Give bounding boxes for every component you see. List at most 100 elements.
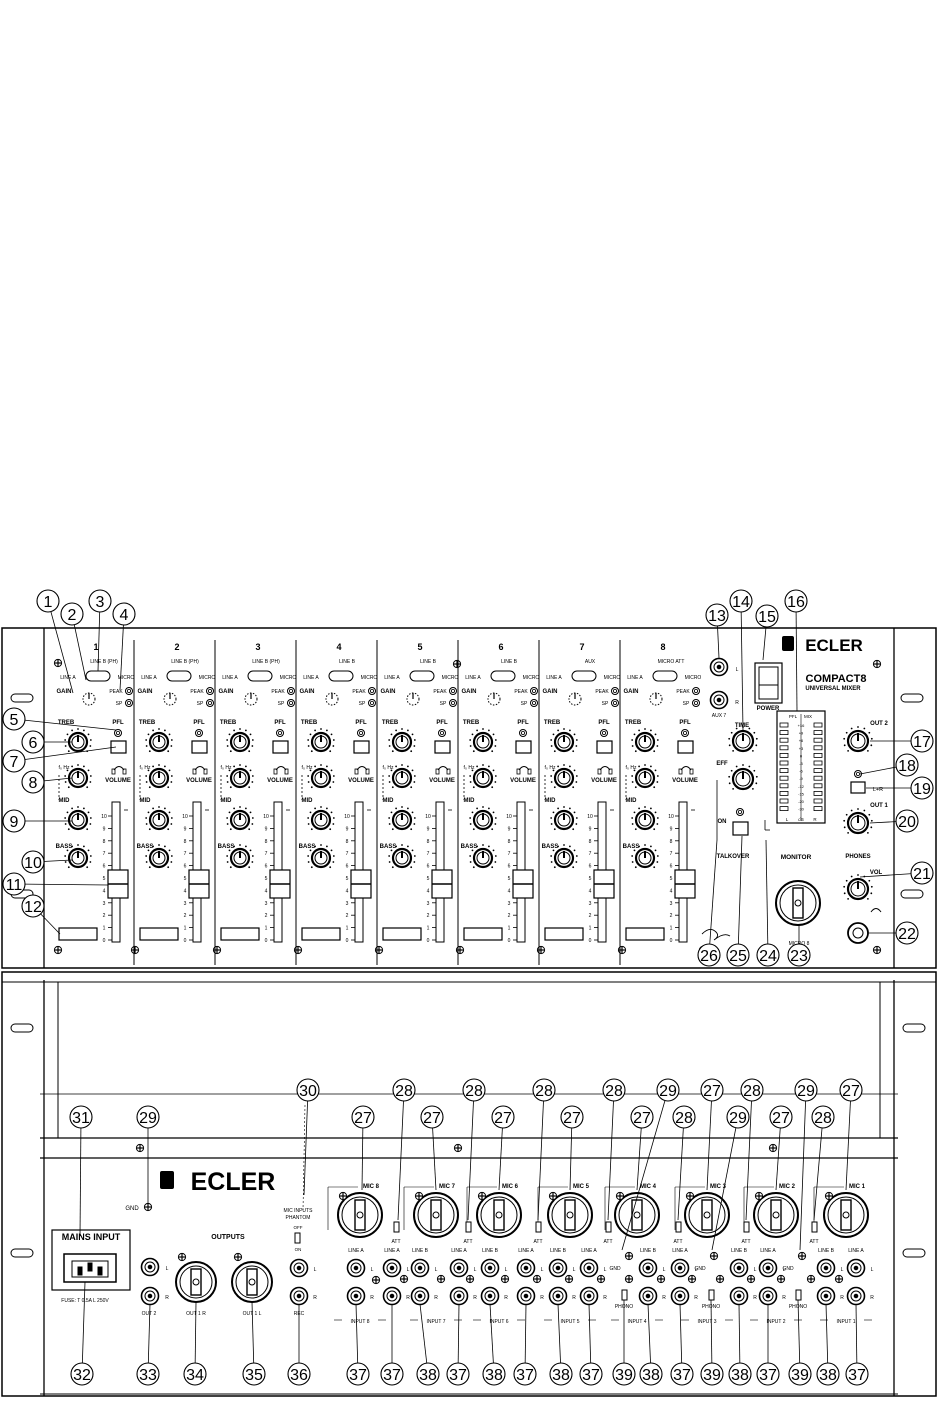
rca-jack-icon [729,1258,749,1278]
knob-tick [64,781,67,783]
callout-circle [787,943,811,967]
screw-icon [776,1274,786,1284]
knob-tick [850,875,853,878]
knob-tick [71,729,73,732]
callout-number: 2 [68,607,77,624]
knob-tick [148,786,151,789]
fader-scale-tick: 8 [427,839,430,845]
mid-label: MID [140,798,152,804]
knob-tick [494,861,497,863]
rca-mid [350,1262,362,1274]
knob-tick [87,849,90,852]
knob-tick [388,739,391,741]
callout-circle [895,753,919,777]
input-selector-switch [328,670,354,682]
callout-circle [755,604,779,628]
knob-tick [488,807,490,810]
freq-label: f₀ Hz [383,765,394,771]
knob-tick [413,861,416,863]
jack-slot [430,1199,442,1231]
knob-tick [476,845,478,848]
bass-label: BASS [461,844,478,850]
fader-scale-tick: 1 [670,926,673,932]
rca-jack-icon [410,1286,430,1306]
fader-scale-tick: 0 [427,938,430,944]
rca-pair-label: LINE B [482,1248,499,1254]
fader-scale-tick: 9 [184,826,187,832]
vol-label: VOL [870,870,883,876]
knob-tick [83,845,85,848]
screw-icon [452,659,462,669]
fader-scale-tick: 5 [184,876,187,882]
input-select-label-line-b: LINE B [501,659,518,665]
knob-tick [469,775,472,777]
callout-number: 28 [675,1110,693,1127]
knob-tick [656,855,659,857]
rca-pin [736,1265,742,1271]
knob-tick [654,733,657,736]
callout-rear-bottom-11: 37 [513,1362,537,1386]
att-switch: ATT [463,1221,473,1245]
jack-slot [770,1199,782,1231]
led-ring [357,729,365,737]
rear-brand-name: ECLER [191,1168,276,1196]
input-select-label-line-b: LINE B (PH) [171,659,199,665]
callout-front-2: 2 [60,602,84,626]
input-selector-switch [571,670,597,682]
pfl-button [353,740,370,754]
fader-scale-tick: 1 [346,926,349,932]
rca-jack-icon [140,1286,160,1306]
knob-tick [407,729,409,732]
rca-mid [293,1290,305,1302]
input-select-label-line-a: LINE A [222,675,238,681]
att-label: ATT [533,1239,542,1245]
knob-tick [320,844,322,846]
knob-tick [170,775,173,777]
callout-circle [21,850,45,874]
vu-scale-label: -15 [798,791,805,796]
rear-rack-outline [1,971,937,1397]
fader-scale-tick: 1 [427,926,430,932]
input-select-label-line-a: LINE A [384,675,400,681]
rca-mid [552,1290,564,1302]
vu-footer-r: R [813,817,817,822]
knob-tick [870,744,873,747]
led-core [683,731,688,736]
rca-pair: LINE ALR [579,1248,607,1306]
callout-number: 27 [354,1110,372,1127]
phantom-mic-inputs-label: MIC INPUTS [284,1208,314,1214]
led-core [532,689,537,694]
callout-rear-top-7: 28 [462,1078,486,1102]
led-icon [600,729,608,737]
callout-number: 37 [449,1367,467,1384]
led-core [738,810,743,815]
knob-tick [638,729,640,732]
vu-scale-label: +9 [799,731,804,736]
knob-tick [145,739,148,741]
screw-icon [685,1191,695,1201]
callout-leader [795,600,798,712]
rca-pair-label: LINE A [672,1248,688,1254]
led-ring [449,699,457,707]
xlr-inner [779,884,817,922]
knob-tick [482,806,484,808]
rca-mid [762,1262,774,1274]
bass-label: BASS [218,844,235,850]
knob-tick [251,745,254,747]
att-switch: ATT [741,1221,751,1245]
fader-scale-tick: 0 [589,938,592,944]
knob-tick [575,781,578,783]
callout-number: 19 [913,781,931,798]
vu-scale-label: +3 [799,746,804,751]
callout-leader [710,1299,713,1375]
fader-scale-tick: 2 [184,913,187,919]
sp-label: SP [278,701,285,707]
input-select-label-line-b: LINE B (PH) [252,659,280,665]
fader-scale-tick: 6 [184,864,187,870]
gain-knob-icon [487,692,501,706]
fader-scale-tick: 0 [184,938,187,944]
callout-number: 13 [708,608,726,625]
vu-segment-right [813,730,823,735]
